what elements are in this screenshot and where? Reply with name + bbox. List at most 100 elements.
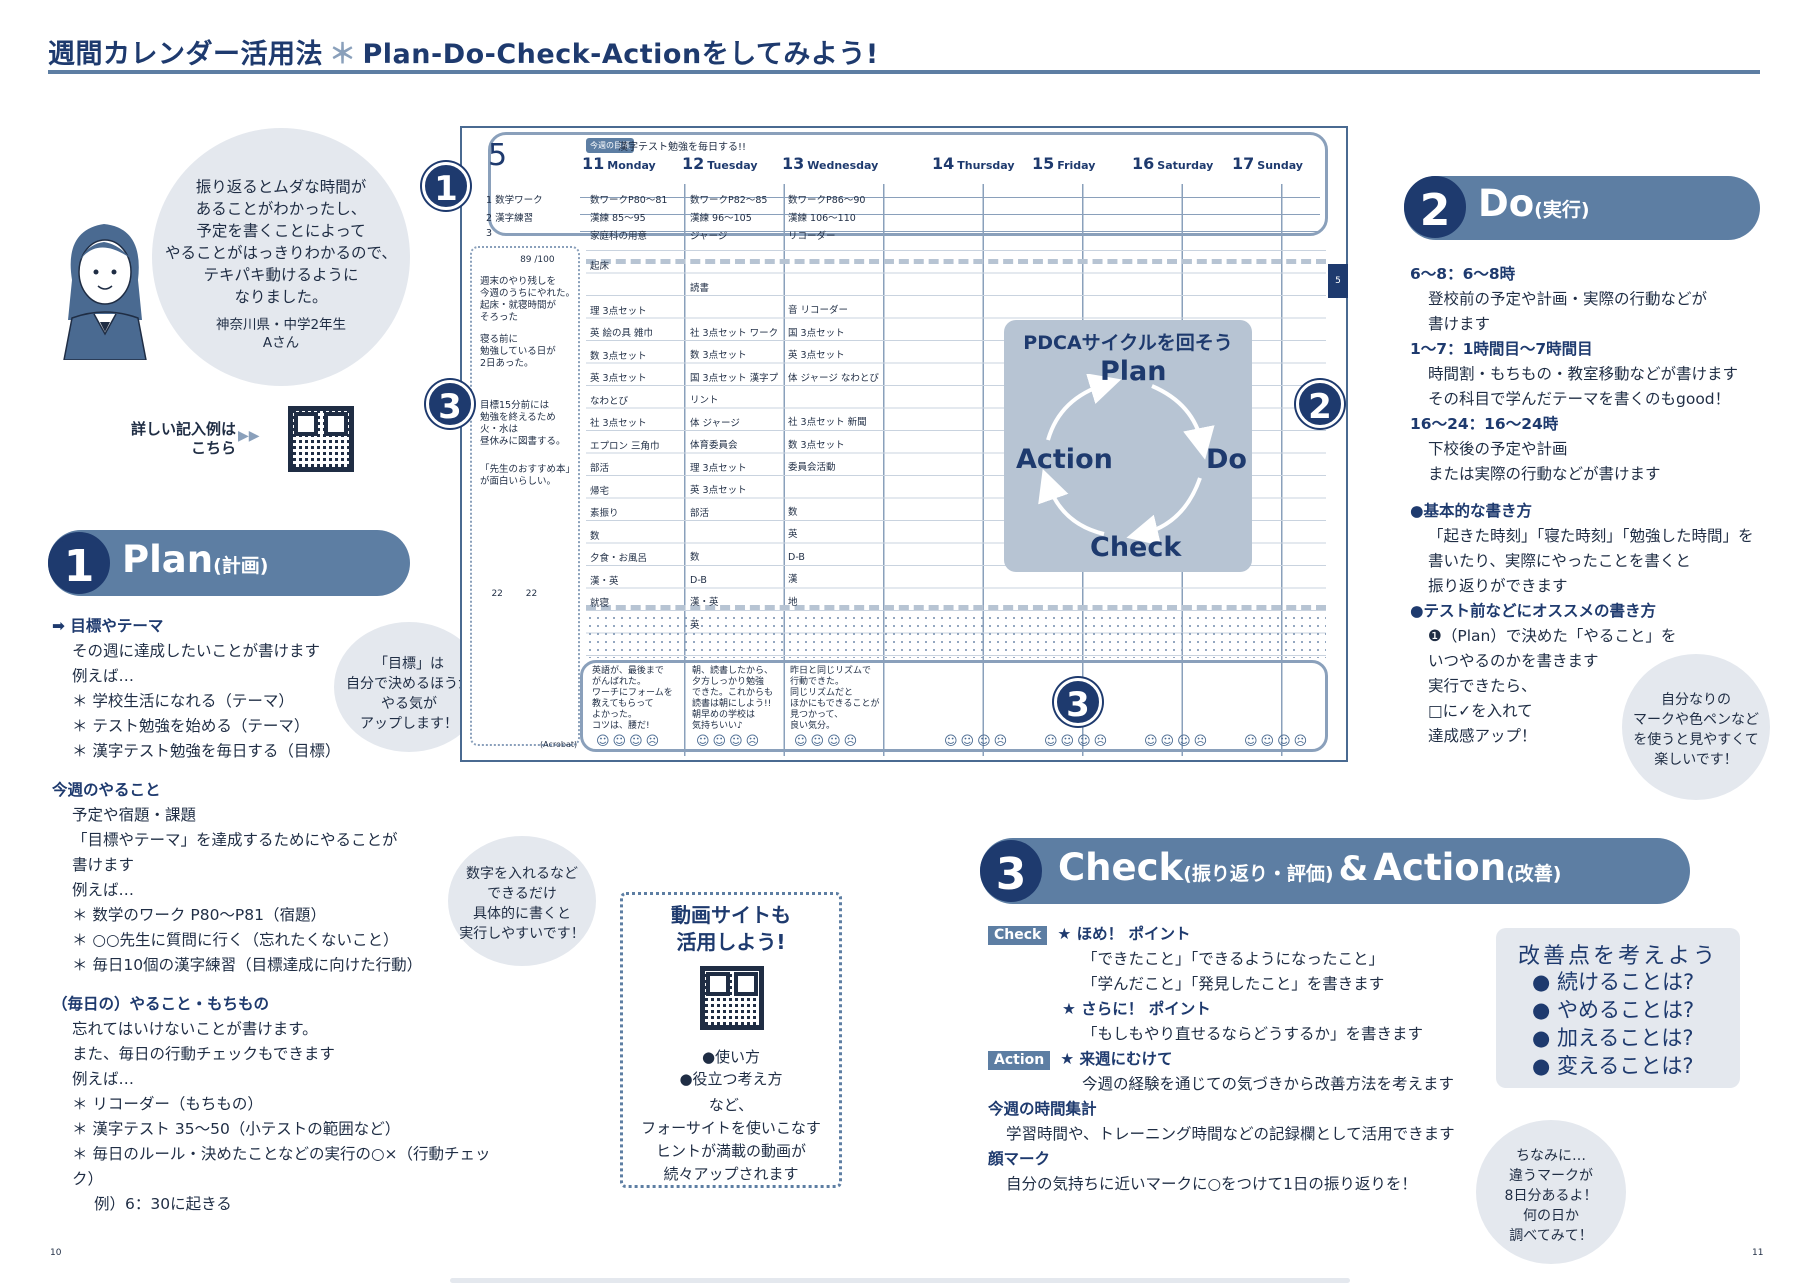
check-title: Check xyxy=(1058,846,1184,889)
schedule-entry: 音 リコーダー xyxy=(788,305,849,316)
review-line: 教えてもらって xyxy=(592,699,654,709)
check-line: 今週の経験を通じての気づきから改善方法を考えます xyxy=(1082,1075,1455,1093)
marker-2-badge: 2 xyxy=(1296,380,1344,428)
do-test-heading: ●テスト前などにオススメの書き方 xyxy=(1410,602,1657,620)
review-line: 朝、読書したから、 xyxy=(692,666,774,676)
calendar-plan-highlight xyxy=(488,132,1328,236)
video-desc-line: 続々アップされます xyxy=(663,1165,799,1183)
schedule-entry: 漢・英 xyxy=(690,597,719,608)
schedule-entry: 国 3点セット 漢字プリント xyxy=(690,372,779,407)
bubble-line: 自分なりの xyxy=(1661,692,1731,708)
plan-title: Plan xyxy=(122,538,214,581)
bubble-line: 8日分あるよ！ xyxy=(1504,1188,1598,1204)
review-line: 朝早めの学校は xyxy=(692,710,756,720)
daily-entry: 数ワークP82～85 xyxy=(690,195,768,206)
pdca-plan-label: Plan xyxy=(1100,356,1167,387)
page-number-left: 10 xyxy=(50,1248,62,1258)
video-desc-line: ヒントが満載の動画が xyxy=(655,1142,806,1160)
do-basic-heading: ●基本的な書き方 xyxy=(1410,502,1533,520)
study-hours: 22 22 xyxy=(480,588,576,600)
video-title-line: 活用しよう! xyxy=(676,930,786,954)
video-promo-box xyxy=(620,892,842,1188)
calendar-notes-highlight xyxy=(470,246,580,746)
ampersand: & xyxy=(1338,849,1369,889)
schedule-entry: 英 xyxy=(788,529,798,540)
review-line: 夕方しっかり勉強 xyxy=(692,677,765,687)
title-main: 週間カレンダー活用法 xyxy=(48,39,323,70)
face-mark-icon[interactable]: ☺☺☺☹ xyxy=(944,734,1011,749)
face-marks-row: ☺☺☺☹ ☺☺☺☹ ☺☺☺☹ ☺☺☺☹ ☺☺☺☹ ☺☺☺☹ ☺☺☺☹ xyxy=(590,734,1320,750)
review-line: 見つかって、 xyxy=(790,710,844,720)
day-number: 12 xyxy=(682,154,705,173)
schedule-entry: 英 3点セット xyxy=(590,373,647,384)
note-line: そろった xyxy=(480,312,519,323)
marker-3-badge: 3 xyxy=(426,380,474,428)
note-line: 寝る前に xyxy=(480,334,519,345)
bubble-line: 具体的に書くと xyxy=(473,906,571,922)
review-line: ほかにもできることが xyxy=(790,699,880,709)
video-bullets: ●使い方 ●役立つ考え方 xyxy=(620,1046,842,1090)
schedule-entry: エプロン 三角巾 xyxy=(590,440,660,452)
tip-bubble-do: 自分なりの マークや色ペンなど を使うと見やすくて 楽しいです！ xyxy=(1622,654,1770,800)
face-mark-icon[interactable]: ☺☺☺☹ xyxy=(1044,734,1111,749)
face-mark-icon[interactable]: ☺☺☺☹ xyxy=(1144,734,1211,749)
check-star1-row: Check★ ほめ！ ポイント xyxy=(988,922,1508,947)
do-test-line: 実行できたら、 xyxy=(1428,677,1537,695)
improve-item: ● 変えることは? xyxy=(1532,1054,1694,1078)
plan-daily-line: ＊ リコーダー（もちもの） xyxy=(72,1095,263,1113)
plan-goal-line: 例えば… xyxy=(72,667,135,685)
bubble-line: 楽しいです！ xyxy=(1654,752,1738,768)
qr-code-icon[interactable] xyxy=(700,966,764,1030)
week-task: 3 xyxy=(486,228,493,239)
check-star3: ★ 来週にむけて xyxy=(1060,1050,1173,1068)
plan-week-line: ＊ 数学のワーク P80～P81（宿題） xyxy=(72,906,326,924)
check-section-pill xyxy=(980,838,1690,904)
action-title: Action xyxy=(1373,846,1507,889)
page-title: 週間カレンダー活用法＊Plan-Do-Check-Actionをしてみよう! xyxy=(48,32,879,71)
plan-daily-heading: （毎日の）やること・もちもの xyxy=(52,995,270,1013)
plan-daily-line: ＊ 毎日のルール・決めたことなどの実行の○×（行動チェック） xyxy=(72,1145,491,1188)
schedule-entry: 社 3点セット ワーク xyxy=(690,327,779,339)
face-mark-icon[interactable]: ☺☺☺☹ xyxy=(1244,734,1311,749)
do-time-heading: 16～24：16～24時 xyxy=(1410,415,1559,433)
video-desc-line: フォーサイトを使いこなす xyxy=(641,1119,821,1137)
review-line: コツは、腰だ! xyxy=(592,721,650,731)
face-mark-icon[interactable]: ☺☺☺☹ xyxy=(794,734,861,749)
review-line: 同じリズムだと xyxy=(790,688,854,698)
plan-week-line: 例えば… xyxy=(72,881,135,899)
plan-week-line: 書けます xyxy=(72,856,135,874)
note-line: 週末のやり残しを xyxy=(480,276,557,287)
check-number-badge: 3 xyxy=(980,840,1042,902)
plan-week-heading: 今週のやること xyxy=(52,781,161,799)
calendar-goal-tag: 今週の目標 xyxy=(586,138,634,153)
do-number-badge: 2 xyxy=(1404,176,1466,238)
qr-code-icon[interactable] xyxy=(288,406,354,472)
calendar-month-tab[interactable]: 5 xyxy=(1328,264,1348,298)
check-star2: ★ さらに！ ポイント xyxy=(1062,1000,1211,1018)
schedule-entry: 読書 xyxy=(690,283,710,294)
schedule-entry: 数 3点セット xyxy=(590,350,647,362)
bubble-line: 実行しやすいです！ xyxy=(459,926,585,942)
schedule-entry: D-B xyxy=(690,574,707,586)
face-mark-icon[interactable]: ☺☺☺☹ xyxy=(696,734,763,749)
schedule-entry: D-B xyxy=(788,551,805,563)
schedule-entry: 社 3点セット xyxy=(590,418,647,429)
quote-text: 振り返るとムダな時間が あることがわかったし、 予定を書くことによって やること… xyxy=(150,176,412,308)
check-star3-row: Action★ 来週にむけて xyxy=(988,1047,1508,1072)
face-mark-icon[interactable]: ☺☺☺☹ xyxy=(596,734,663,749)
video-title: 動画サイトも 活用しよう! xyxy=(620,902,842,956)
do-basic-line: 振り返りができます xyxy=(1428,577,1568,595)
plan-week-line: 「目標やテーマ」を達成するためにやることが xyxy=(72,831,398,849)
quote-bubble xyxy=(152,128,410,386)
plan-goal-line: ＊ 学校生活になれる（テーマ） xyxy=(72,692,294,710)
schedule-entry: 体 ジャージ なわとび xyxy=(788,372,879,384)
do-test-line: 達成感アップ！ xyxy=(1428,727,1537,745)
review-line: 気持ちいい♪ xyxy=(692,721,743,731)
calendar-dotted-area xyxy=(586,614,1326,658)
schedule-entry: 数 xyxy=(788,506,798,518)
tip-bubble-check: ちなみに… 違うマークが 8日分あるよ！ 何の日か 調べてみて！ xyxy=(1476,1120,1626,1264)
